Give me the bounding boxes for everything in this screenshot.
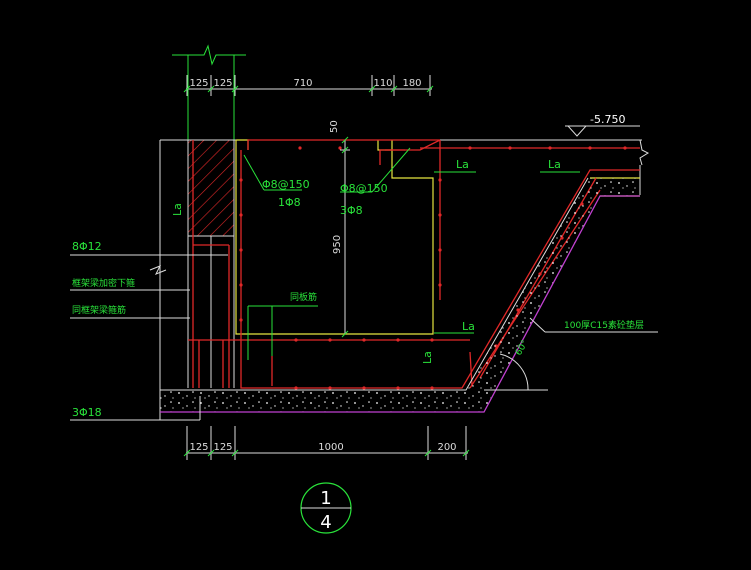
masonry-wall-hatch: [187, 139, 235, 237]
section-number-bottom: 4: [320, 512, 331, 533]
rebar-left-spec: Φ8@150: [262, 178, 310, 191]
dim-top-3: 710: [293, 78, 312, 89]
rebar-cage: [188, 139, 640, 389]
rebar-mid-sub: 3Φ8: [340, 204, 363, 217]
la-label-3: La: [462, 320, 475, 333]
bottom-dimension-chain: [183, 426, 470, 460]
la-label-2: La: [548, 158, 561, 171]
elevation-label: -5.750: [590, 113, 625, 126]
dim-vert-950: 950: [332, 235, 343, 254]
note-dist-bar: 同板筋: [290, 291, 317, 303]
left-annotation-leaders: [70, 254, 228, 421]
dim-bottom-2: 125: [213, 442, 232, 453]
column-lines: [187, 236, 235, 388]
note-8phi12: 8Φ12: [72, 240, 102, 253]
section-symbol: [300, 482, 352, 534]
rebar-left-sub: 1Φ8: [278, 196, 301, 209]
top-dimension-chain: [183, 75, 434, 96]
la-label-1: La: [456, 158, 469, 171]
dist-bar-leader: [247, 305, 318, 360]
note-col-main: 同框架梁箍筋: [72, 304, 126, 316]
note-cushion: 100厚C15素砼垫层: [564, 319, 644, 331]
dim-bottom-3: 1000: [318, 442, 343, 453]
dim-top-5: 180: [402, 78, 421, 89]
dim-top-4: 110: [373, 78, 392, 89]
dim-top-1: 125: [189, 78, 208, 89]
dim-bottom-1: 125: [189, 442, 208, 453]
slope-angle-arc: [499, 353, 529, 391]
cushion-note-leader-tick: [529, 317, 546, 333]
note-col-stirrup: 框架梁加密下箍: [72, 277, 135, 289]
la-label-4: La: [171, 203, 184, 216]
wall-break-line: [172, 44, 246, 140]
cushion-layer: [160, 177, 640, 413]
rebar-mid-spec: Φ8@150: [340, 182, 388, 195]
rebar-callout-leaders: [243, 147, 411, 193]
elevation-marker: [565, 125, 640, 137]
dim-vert-50: 50: [329, 120, 340, 133]
note-3phi18: 3Φ18: [72, 406, 102, 419]
section-number-top: 1: [320, 488, 331, 509]
concrete-outline: [235, 139, 640, 335]
dim-top-2: 125: [213, 78, 232, 89]
la-leaders: [434, 171, 580, 334]
dim-bottom-4: 200: [437, 442, 456, 453]
vertical-dimension: [340, 136, 350, 338]
la-label-5: La: [421, 351, 434, 364]
